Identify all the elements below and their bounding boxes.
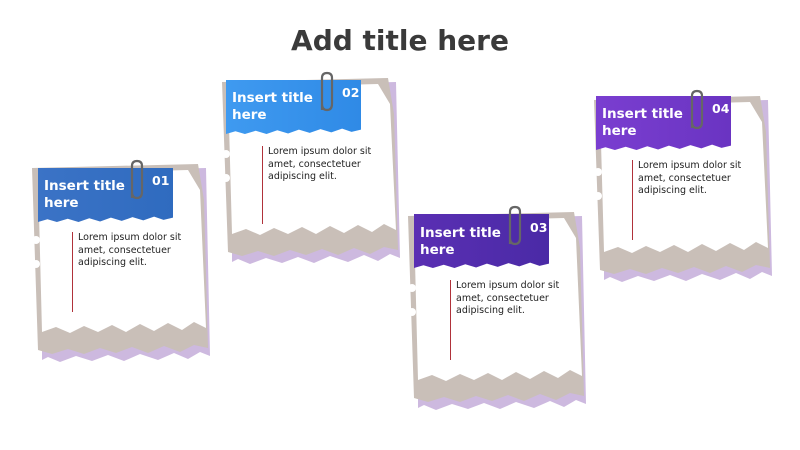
note-number-2: 02 [342, 85, 360, 100]
note-tag-2 [226, 80, 361, 134]
note-heading-4: Insert title here [602, 106, 683, 139]
note-card-4: Insert title here 04 Lorem ipsum dolor s… [590, 89, 790, 332]
paperclip-icon [320, 71, 334, 112]
note-tag-1 [38, 168, 173, 222]
page-title: Add title here [291, 24, 509, 57]
note-card-2: Insert title here 02 Lorem ipsum dolor s… [218, 71, 418, 314]
note-number-1: 01 [152, 173, 170, 188]
paperclip-icon [690, 89, 704, 130]
note-body-3: Lorem ipsum dolor sit amet, consectetuer… [456, 280, 560, 316]
margin-line [632, 160, 633, 240]
note-body-2: Lorem ipsum dolor sit amet, consectetuer… [268, 146, 372, 182]
note-heading-1: Insert title here [44, 178, 125, 211]
note-tag-3 [414, 214, 549, 268]
note-card-1: Insert title here 01 Lorem ipsum dolor s… [28, 159, 228, 400]
note-heading-2: Insert title here [232, 90, 313, 123]
note-body-1: Lorem ipsum dolor sit amet, consectetuer… [78, 232, 182, 268]
paperclip-icon [130, 159, 144, 200]
note-card-3: Insert title here 03 Lorem ipsum dolor s… [404, 205, 604, 448]
note-number-3: 03 [530, 220, 548, 235]
paperclip-icon [508, 205, 522, 246]
margin-line [72, 232, 73, 312]
note-number-4: 04 [712, 101, 730, 116]
note-tag-4 [596, 96, 731, 150]
note-body-4: Lorem ipsum dolor sit amet, consectetuer… [638, 160, 742, 196]
margin-line [262, 146, 263, 224]
margin-line [450, 280, 451, 360]
note-heading-3: Insert title here [420, 225, 501, 258]
